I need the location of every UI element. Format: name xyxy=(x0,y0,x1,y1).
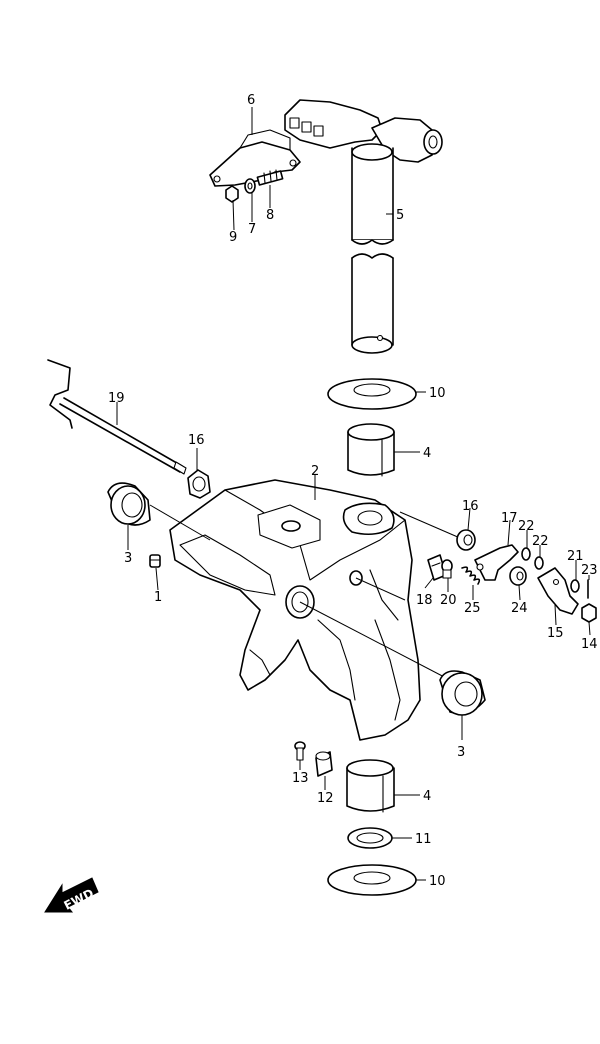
callout-4-top: 4 xyxy=(423,446,431,461)
part-4-bushing-top xyxy=(347,423,395,477)
callout-21: 21 xyxy=(567,549,584,564)
alignment-line-plate xyxy=(399,511,461,539)
fwd-arrow-icon xyxy=(44,877,99,913)
part-12-stopper xyxy=(315,751,333,777)
callout-23: 23 xyxy=(581,563,598,578)
callout-25: 25 xyxy=(464,601,481,616)
callout-16-right: 16 xyxy=(462,499,479,514)
alignment-line-pin xyxy=(355,577,406,601)
callout-2: 2 xyxy=(311,464,319,479)
alignment-line-rod xyxy=(149,504,211,541)
part-21-washer xyxy=(570,579,580,593)
forward-direction-arrow: FWD xyxy=(44,877,99,913)
part-8-stud-bolt xyxy=(256,169,284,186)
callout-5: 5 xyxy=(396,208,404,223)
callout-15: 15 xyxy=(547,626,564,641)
callout-18: 18 xyxy=(416,593,433,608)
callout-labels: 6 5 8 7 9 10 4 19 16 2 3 1 16 17 22 22 2… xyxy=(108,93,598,889)
part-11-washer xyxy=(347,827,393,849)
callout-4-bottom: 4 xyxy=(423,789,431,804)
part-15-lever-plate xyxy=(537,567,579,615)
callout-leaders xyxy=(116,107,591,881)
callout-6: 6 xyxy=(247,93,255,108)
callout-3-left: 3 xyxy=(124,551,132,566)
callout-13: 13 xyxy=(292,771,309,786)
part-3-bushing-right xyxy=(439,670,486,716)
callout-7: 7 xyxy=(248,222,256,237)
part-3-bushing-left xyxy=(107,482,151,526)
callout-22-a: 22 xyxy=(518,519,535,534)
part-22-washer-b xyxy=(534,556,544,570)
callout-10-bottom: 10 xyxy=(429,874,446,889)
part-16-grommet-left xyxy=(187,469,211,499)
part-7-washer xyxy=(244,178,256,194)
part-25-spring xyxy=(461,566,481,585)
callout-22-b: 22 xyxy=(532,534,549,549)
callout-9: 9 xyxy=(229,230,237,245)
callout-12: 12 xyxy=(317,791,334,806)
part-5-steering-shaft xyxy=(284,99,443,354)
callout-24: 24 xyxy=(511,601,528,616)
part-10-thrust-washer-top xyxy=(327,378,417,410)
part-1-grease-nipple xyxy=(149,554,161,568)
callout-14: 14 xyxy=(581,637,598,652)
callout-1: 1 xyxy=(154,590,162,605)
callout-17: 17 xyxy=(501,511,518,526)
part-20-bolt xyxy=(441,559,453,579)
callout-16-left: 16 xyxy=(188,433,205,448)
callout-20: 20 xyxy=(440,593,457,608)
part-22-washer-a xyxy=(521,547,531,561)
callout-10-top: 10 xyxy=(429,386,446,401)
part-17-lock-arm xyxy=(474,544,519,581)
callout-3-right: 3 xyxy=(457,745,465,760)
part-24-collar xyxy=(509,566,527,586)
part-4-bushing-bottom xyxy=(346,759,395,813)
part-6-steering-bracket xyxy=(209,129,301,187)
part-10-thrust-washer-bottom xyxy=(327,864,417,896)
part-9-nut xyxy=(225,185,239,203)
part-2-swivel-bracket xyxy=(169,479,421,741)
part-13-bolt xyxy=(294,741,306,761)
alignment-line-shaft xyxy=(299,601,451,681)
part-14-nut xyxy=(581,603,597,623)
callout-8: 8 xyxy=(266,208,274,223)
part-19-lock-rod xyxy=(47,359,187,475)
callout-19: 19 xyxy=(108,391,125,406)
callout-11: 11 xyxy=(415,832,432,847)
part-16-grommet-right xyxy=(456,529,476,551)
